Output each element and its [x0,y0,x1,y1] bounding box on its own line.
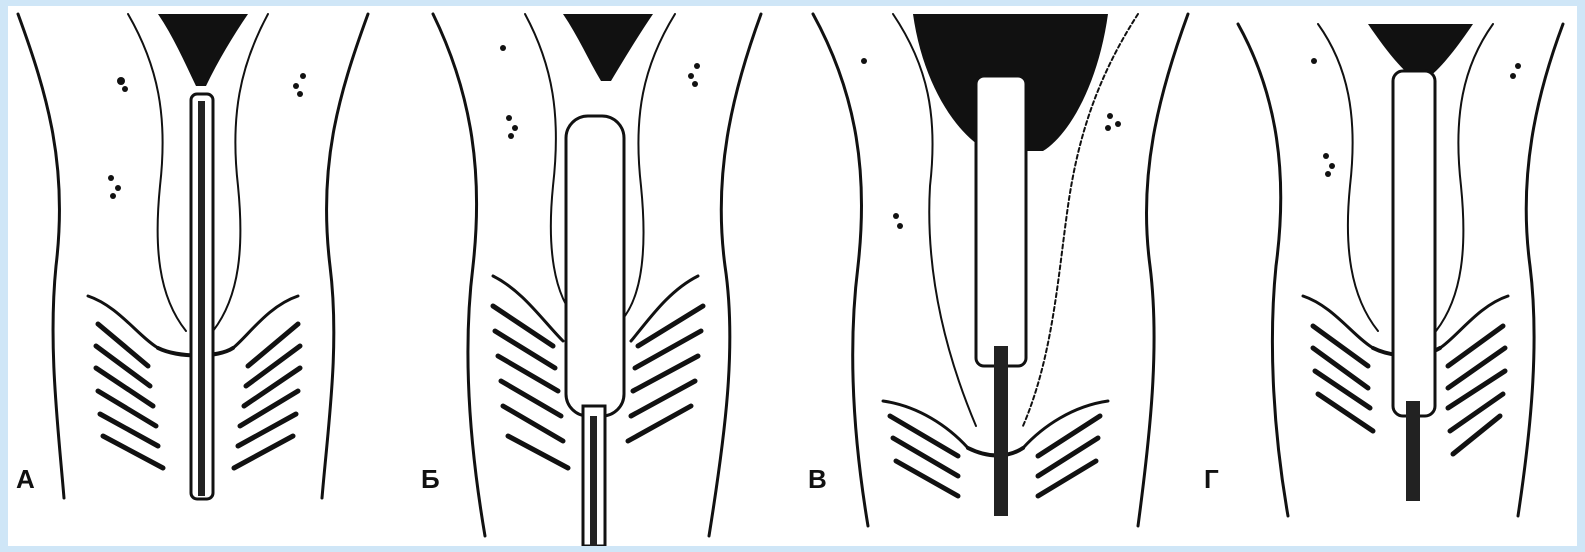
uterine-cavity-dark [563,14,653,81]
outer-wall-left [1238,24,1288,516]
panel-v-illustration [808,6,1208,546]
outer-wall-right [1138,14,1188,526]
outer-wall-left [18,14,64,498]
panel-v: В [808,6,1208,546]
outer-wall-left [813,14,868,526]
panel-label-g: Г [1204,466,1219,492]
inner-wall-right [621,14,675,321]
panel-a-illustration [8,6,398,546]
outer-wall-right [322,14,368,498]
inner-wall-left [128,14,186,331]
outer-wall-right [1518,24,1563,516]
diagram-frame: А [8,6,1577,546]
balloon-instrument [566,116,624,416]
instrument-rod [976,76,1026,366]
panel-a: А [8,6,398,546]
inner-wall-right [213,14,268,331]
inner-wall-right [1436,24,1493,331]
panel-label-b: Б [421,466,440,492]
inner-wall-left [1318,24,1378,331]
uterine-cavity-dark [158,14,248,86]
panel-label-a: А [16,466,35,492]
outer-wall-left [433,14,485,536]
instrument-rod [1393,71,1435,416]
panel-g: Г [1218,6,1577,546]
cervix-ridge-right [233,296,298,348]
panel-label-v: В [808,466,827,492]
panel-g-illustration [1218,6,1577,546]
outer-wall-right [709,14,761,536]
panel-b-illustration [413,6,793,546]
panel-b: Б [413,6,793,546]
